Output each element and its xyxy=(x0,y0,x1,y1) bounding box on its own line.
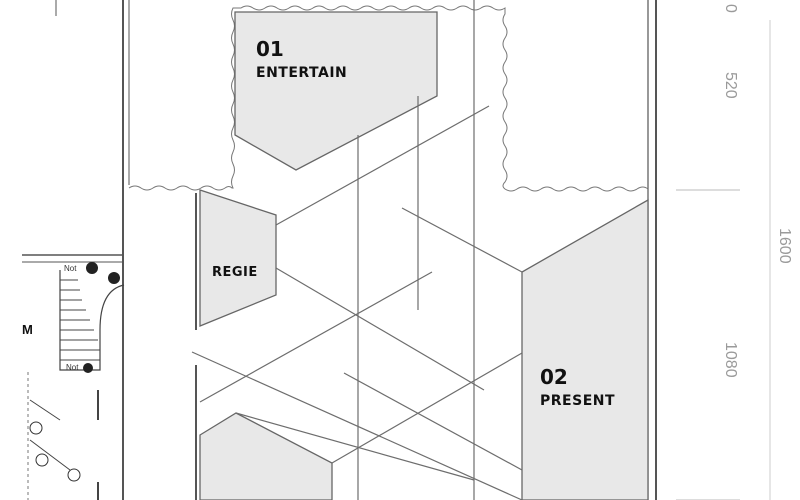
stair-label-not-top: Not xyxy=(64,264,77,273)
beam-diagonal-3 xyxy=(275,267,485,391)
beam-diagonal-5 xyxy=(191,351,523,500)
truss-lines xyxy=(191,0,523,500)
zone-1-name: ENTERTAIN xyxy=(256,65,347,81)
beam-diagonal-8 xyxy=(343,372,523,471)
wiring-line xyxy=(29,399,61,421)
beam-diagonal-4 xyxy=(199,271,433,403)
zone-1-number: 01 xyxy=(256,37,284,61)
switch-icon xyxy=(35,453,49,467)
stair-label-not-bottom: Not xyxy=(66,363,79,372)
zone-regie-name: REGIE xyxy=(212,265,258,280)
zone-2-number: 02 xyxy=(540,365,568,389)
staircase xyxy=(59,262,125,373)
wiring-line xyxy=(29,439,71,471)
zone-entertain-area xyxy=(234,11,438,171)
zone-regie-area xyxy=(199,189,277,327)
electrical-symbols xyxy=(27,372,99,500)
dimension-top: 0 xyxy=(722,4,739,13)
zone-present-area xyxy=(521,198,649,500)
dimension-1600: 1600 xyxy=(776,228,793,264)
dimension-lines xyxy=(676,20,771,500)
emergency-light-icon xyxy=(83,363,93,373)
emergency-light-icon xyxy=(86,262,98,274)
stair-label-m: M xyxy=(22,322,33,337)
stair-outline xyxy=(59,270,125,371)
beam-diagonal-1 xyxy=(275,105,490,226)
dimension-1080: 1080 xyxy=(722,342,739,378)
zone-lower-left-area xyxy=(199,412,333,500)
outlet-icon xyxy=(67,468,81,482)
zone-2-name: PRESENT xyxy=(540,393,615,409)
dimension-520: 520 xyxy=(722,72,739,99)
stage-boundary-wavy xyxy=(128,5,649,192)
beam-diagonal-6 xyxy=(235,412,475,481)
beam-diagonal-7 xyxy=(331,352,523,464)
switch-icon xyxy=(29,421,43,435)
beam-diagonal-2 xyxy=(401,207,523,273)
emergency-light-icon xyxy=(108,272,120,284)
